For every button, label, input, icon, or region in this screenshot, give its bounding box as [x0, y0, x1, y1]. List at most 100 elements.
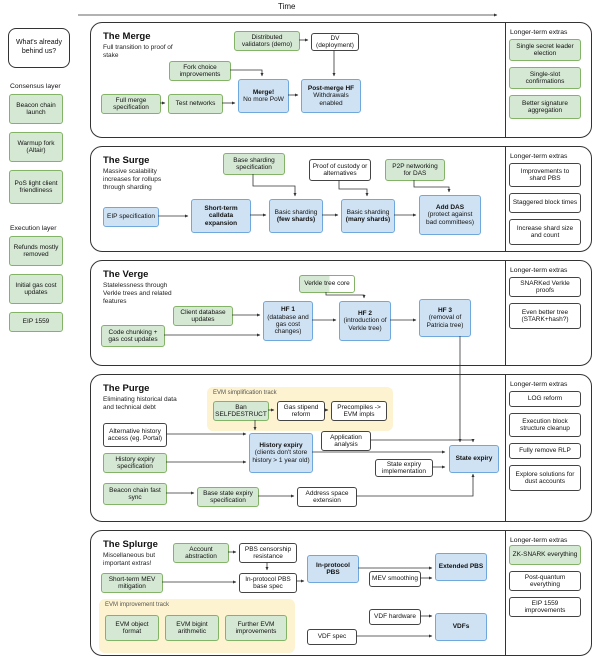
node-merge-title: Merge! [252, 88, 275, 96]
extras-divider [505, 375, 506, 521]
extra-single-slot-confirmations: Single-slot confirmations [509, 67, 581, 89]
node-basic-sharding-many: Basic sharding (many shards) [341, 199, 395, 233]
node-proof-of-custody: Proof of custody or alternatives [309, 159, 371, 181]
node-mev-smoothing: MEV smoothing [369, 571, 421, 587]
node-vdf-spec: VDF spec [307, 629, 357, 645]
sidebar-intro-box: What's already behind us? [8, 28, 70, 68]
track-title-purge: The Purge [103, 383, 150, 394]
node-hf3-title: HF 3 [437, 307, 453, 315]
evm-improvement-track-label: EVM improvement track [105, 602, 170, 608]
node-in-protocol-pbs-base-spec: In-protocol PBS base spec [239, 573, 297, 593]
node-post-merge-subtitle: Withdrawals enabled [313, 92, 349, 107]
node-full-merge-specification: Full merge specification [101, 94, 161, 114]
node-hf1: HF 1 (database and gas cost changes) [263, 301, 313, 341]
node-hf2-title: HF 2 [357, 310, 373, 318]
extra-eip-1559-improvements: EIP 1559 improvements [509, 597, 581, 617]
node-ban-selfdestruct: Ban SELFDESTRUCT [213, 401, 269, 421]
node-hf3-subtitle: (removal of Patricia tree) [426, 314, 464, 329]
node-precompiles-evm-impls: Precompiles -> EVM impls [331, 401, 387, 421]
track-subtitle-purge: Eliminating historical data and technica… [103, 396, 177, 412]
extras-title: Longer-term extras [510, 537, 568, 544]
sidebar-item-beacon-chain-launch: Beacon chain launch [9, 94, 63, 124]
node-in-protocol-pbs: In-protocol PBS [307, 555, 359, 583]
track-subtitle-verge: Statelessness through Verkle trees and r… [103, 282, 172, 306]
extras-divider [505, 531, 506, 655]
node-vdfs: VDFs [435, 613, 487, 641]
track-the-verge: The Verge Statelessness through Verkle t… [90, 260, 592, 366]
extra-better-signature-aggregation: Better signature aggregation [509, 95, 581, 119]
node-add-das-title: Add DAS [435, 204, 465, 212]
extra-staggered-block-times: Staggered block times [509, 193, 581, 213]
extras-divider [505, 147, 506, 251]
sidebar-item-refunds-removed: Refunds mostly removed [9, 236, 63, 266]
consensus-layer-label: Consensus layer [10, 83, 61, 90]
extra-post-quantum-everything: Post-quantum everything [509, 571, 581, 591]
extra-snarked-verkle-proofs: SNARKed Verkle proofs [509, 277, 581, 297]
extras-title: Longer-term extras [510, 153, 568, 160]
extras-divider [505, 23, 506, 137]
node-eip-specification: EIP specification [103, 207, 159, 227]
node-short-term-calldata-expansion: Short-term calldata expansion [191, 199, 251, 233]
track-the-splurge: The Splurge Miscellaneous but important … [90, 530, 592, 656]
node-base-sharding-spec: Base sharding specification [223, 153, 285, 175]
sidebar-item-eip-1559: EIP 1559 [9, 312, 63, 332]
extra-execution-block-cleanup: Execution block structure cleanup [509, 413, 581, 437]
node-code-chunking: Code chunking + gas cost updates [101, 325, 165, 347]
track-title-surge: The Surge [103, 155, 150, 166]
track-title-merge: The Merge [103, 31, 151, 42]
sidebar-item-pos-light-client: PoS light client friendliness [9, 170, 63, 204]
node-alternative-history-access: Alternative history access (eg. Portal) [103, 423, 167, 447]
node-post-merge-hf: Post-merge HF Withdrawals enabled [301, 79, 361, 113]
node-address-space-extension: Address space extension [297, 487, 357, 507]
track-title-verge: The Verge [103, 269, 149, 280]
node-hf3: HF 3 (removal of Patricia tree) [419, 299, 471, 337]
extra-log-reform: LOG reform [509, 391, 581, 407]
node-short-term-mev-mitigation: Short-term MEV mitigation [101, 573, 163, 593]
track-subtitle-surge: Massive scalability increases for rollup… [103, 168, 162, 192]
node-client-database-updates: Client database updates [173, 306, 233, 326]
node-further-evm-improvements: Further EVM improvements [225, 615, 287, 641]
node-history-expiry-title: History expiry [259, 442, 303, 450]
node-beacon-chain-fast-sync: Beacon chain fast sync [103, 483, 167, 505]
extra-single-secret-leader: Single secret leader election [509, 39, 581, 61]
node-application-analysis: Application analysis [321, 431, 371, 451]
node-pbs-censorship-resistance: PBS censorship resistance [239, 543, 297, 563]
track-the-surge: The Surge Massive scalability increases … [90, 146, 592, 252]
node-hf1-subtitle: (database and gas cost changes) [267, 313, 309, 336]
extras-title: Longer-term extras [510, 29, 568, 36]
execution-layer-label: Execution layer [10, 225, 57, 232]
node-add-das-subtitle: (protect against bad committees) [425, 211, 475, 226]
node-basic-sharding-few-em: (few shards) [276, 216, 316, 223]
node-state-expiry: State expiry [449, 445, 499, 473]
node-base-state-expiry-spec: Base state expiry specification [197, 487, 259, 507]
sidebar-item-initial-gas-cost: Initial gas cost updates [9, 274, 63, 304]
extra-even-better-tree: Even better tree (STARK+hash?) [509, 303, 581, 329]
node-add-das: Add DAS (protect against bad committees) [419, 195, 481, 235]
extra-fully-remove-rlp: Fully remove RLP [509, 443, 581, 459]
node-account-abstraction: Account abstraction [173, 543, 229, 563]
node-merge-milestone: Merge! No more PoW [238, 79, 289, 113]
extra-improvements-shard-pbs: Improvements to shard PBS [509, 163, 581, 187]
node-test-networks: Test networks [168, 94, 223, 114]
track-subtitle-merge: Full transition to proof of stake [103, 44, 173, 60]
node-verkle-tree-core: Verkle tree core [299, 275, 355, 293]
extra-dust-accounts: Explore solutions for dust accounts [509, 465, 581, 491]
node-basic-sharding-few-title: Basic sharding [274, 208, 318, 216]
node-p2p-networking-das: P2P networking for DAS [385, 159, 445, 181]
node-evm-bigint-arithmetic: EVM bigint arithmetic [165, 615, 219, 641]
node-evm-object-format: EVM object format [105, 615, 159, 641]
extras-title: Longer-term extras [510, 267, 568, 274]
extras-divider [505, 261, 506, 365]
track-the-merge: The Merge Full transition to proof of st… [90, 22, 592, 138]
timeline-label: Time [278, 2, 296, 11]
node-distributed-validators-demo: Distributed validators (demo) [234, 31, 300, 51]
node-extended-pbs: Extended PBS [435, 553, 487, 581]
track-title-splurge: The Splurge [103, 539, 158, 550]
sidebar-item-warmup-fork: Warmup fork (Altair) [9, 132, 63, 162]
node-fork-choice-improvements: Fork choice improvements [169, 61, 231, 81]
track-subtitle-splurge: Miscellaneous but important extras! [103, 552, 156, 568]
node-merge-subtitle: No more PoW [243, 96, 284, 103]
node-hf1-title: HF 1 [280, 306, 296, 314]
node-history-expiry-subtitle: (clients don't store history > 1 year ol… [252, 449, 310, 464]
node-post-merge-title: Post-merge HF [307, 85, 355, 93]
